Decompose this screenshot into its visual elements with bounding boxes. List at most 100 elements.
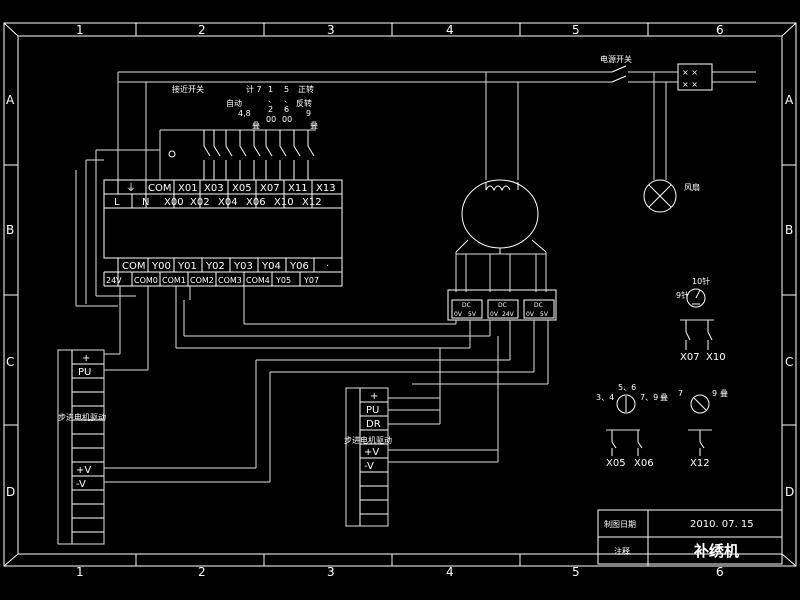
terminal-y01: Y01 [177,261,197,272]
selector1-right-label: 10针 [692,276,710,286]
selector3-right-label: 9 [712,389,717,398]
terminal-24v: 24V [106,276,122,285]
terminal-x01: X01 [178,183,198,194]
right-driver-vminus: -V [364,461,374,472]
dc-block-3-top: DC [534,302,543,309]
dc-block-1-right: 5V [468,311,477,318]
selector1-left-label: 9针 [676,290,689,300]
grid-col-2-top: 2 [198,23,206,37]
auto-label: 自动 [226,98,242,108]
terminal-l: L [114,197,120,208]
terminal-x03: X03 [204,183,224,194]
grid-col-5-bottom: 5 [572,565,580,579]
left-driver-pu: PU [78,367,91,378]
grid-col-3-top: 3 [327,23,335,37]
nine-label: 9 [306,109,311,118]
title-machine-name: 补绣机 [693,542,739,560]
grid-col-1-top: 1 [76,23,84,37]
motor-wiring [455,252,547,292]
terminal-dot: · [326,261,329,272]
selector3-mark: 叠 [720,389,728,398]
col1-c: 2 [268,105,273,114]
main-motor-icon [455,179,547,254]
grid-col-6-top: 6 [716,23,724,37]
reverse-label: 反转 [296,98,312,108]
terminal-y05: Y05 [275,276,291,285]
forward-label: 正转 [298,84,314,94]
col3-a: 00 [266,115,276,124]
title-block [597,509,783,565]
dc-block-3-right: 5V [540,311,549,318]
selector1-x07: X07 [680,352,700,363]
terminal-x12: X12 [302,197,322,208]
col2-a: 5 [284,85,289,94]
col1-a: 1 [268,85,273,94]
plc-output-strip [103,257,343,287]
left-driver-vminus: -V [76,479,86,490]
dc-block-2-top: DC [498,302,507,309]
grid-row-a-left: A [6,93,15,107]
plc-body [103,207,343,259]
left-driver-plus: + [82,353,90,364]
grid-col-3-bottom: 3 [327,565,335,579]
fan-label: 风扇 [684,182,700,192]
dc-block-3-left: 0V [526,311,535,318]
dc-block-2-right: 24V [502,311,515,318]
terminal-x02: X02 [190,197,210,208]
col2-c: 6 [284,105,289,114]
grid-col-6-bottom: 6 [716,565,724,579]
terminal-com1: COM1 [162,276,186,285]
direction-selector-icon [688,394,712,456]
grid-row-d-right: D [785,485,794,499]
dc-block-1-top: DC [462,302,471,309]
power-switch-dot-icon-2: × × [682,80,698,89]
terminal-x06: X06 [246,197,266,208]
grid-row-c-right: C [785,355,793,369]
drawing-frame [3,22,797,567]
grid-row-a-right: A [785,93,794,107]
selector1-x10: X10 [706,352,726,363]
terminal-com0: COM0 [134,276,158,285]
selector2-mark: 叠 [660,393,668,402]
col3-b: 00 [282,115,292,124]
terminal-top-com: COM [148,183,171,194]
terminal-x05: X05 [232,183,252,194]
right-stepper-driver [345,387,389,527]
input-x05-label: X05 [606,458,626,469]
grid-col-4-bottom: 4 [446,565,454,579]
terminal-com2: COM2 [190,276,214,285]
terminal-y02: Y02 [205,261,225,272]
grid-row-c-left: C [6,355,14,369]
grid-row-d-left: D [6,485,15,499]
selector2-left-label: 3、4 [596,393,614,402]
grid-col-1-bottom: 1 [76,565,84,579]
input-contacts [159,129,316,180]
output-wiring [75,149,549,483]
dc-block-2-left: 0V [490,311,499,318]
fan-icon [643,179,677,213]
terminal-y00: Y00 [151,261,171,272]
title-note-label: 注释 [614,546,630,556]
dc-block-1-left: 0V [454,311,463,318]
terminal-out-com: COM [122,261,145,272]
grid-col-4-top: 4 [446,23,454,37]
grid-row-b-right: B [785,223,793,237]
right-driver-vplus: +V [364,447,379,458]
stitch-count-label: 计 7 [246,84,262,94]
input-x06-label: X06 [634,458,654,469]
power-switch-dot-icon: × × [682,68,698,77]
terminal-com4: COM4 [246,276,270,285]
left-stepper-driver [57,349,105,545]
needle-selector-icon [680,288,714,350]
terminal-x10: X10 [274,197,294,208]
grid-row-b-left: B [6,223,14,237]
terminal-n: N [142,197,149,208]
right-driver-title: 步进电机驱动 [344,435,392,445]
grid-col-2-bottom: 2 [198,565,206,579]
terminal-x13: X13 [316,183,336,194]
right-driver-plus: + [370,391,378,402]
proximity-switch-label: 接近开关 [172,84,204,94]
terminal-ground-icon: ⏚ [126,182,136,194]
terminal-y07: Y07 [303,276,319,285]
col1-b: 、 [268,95,276,104]
